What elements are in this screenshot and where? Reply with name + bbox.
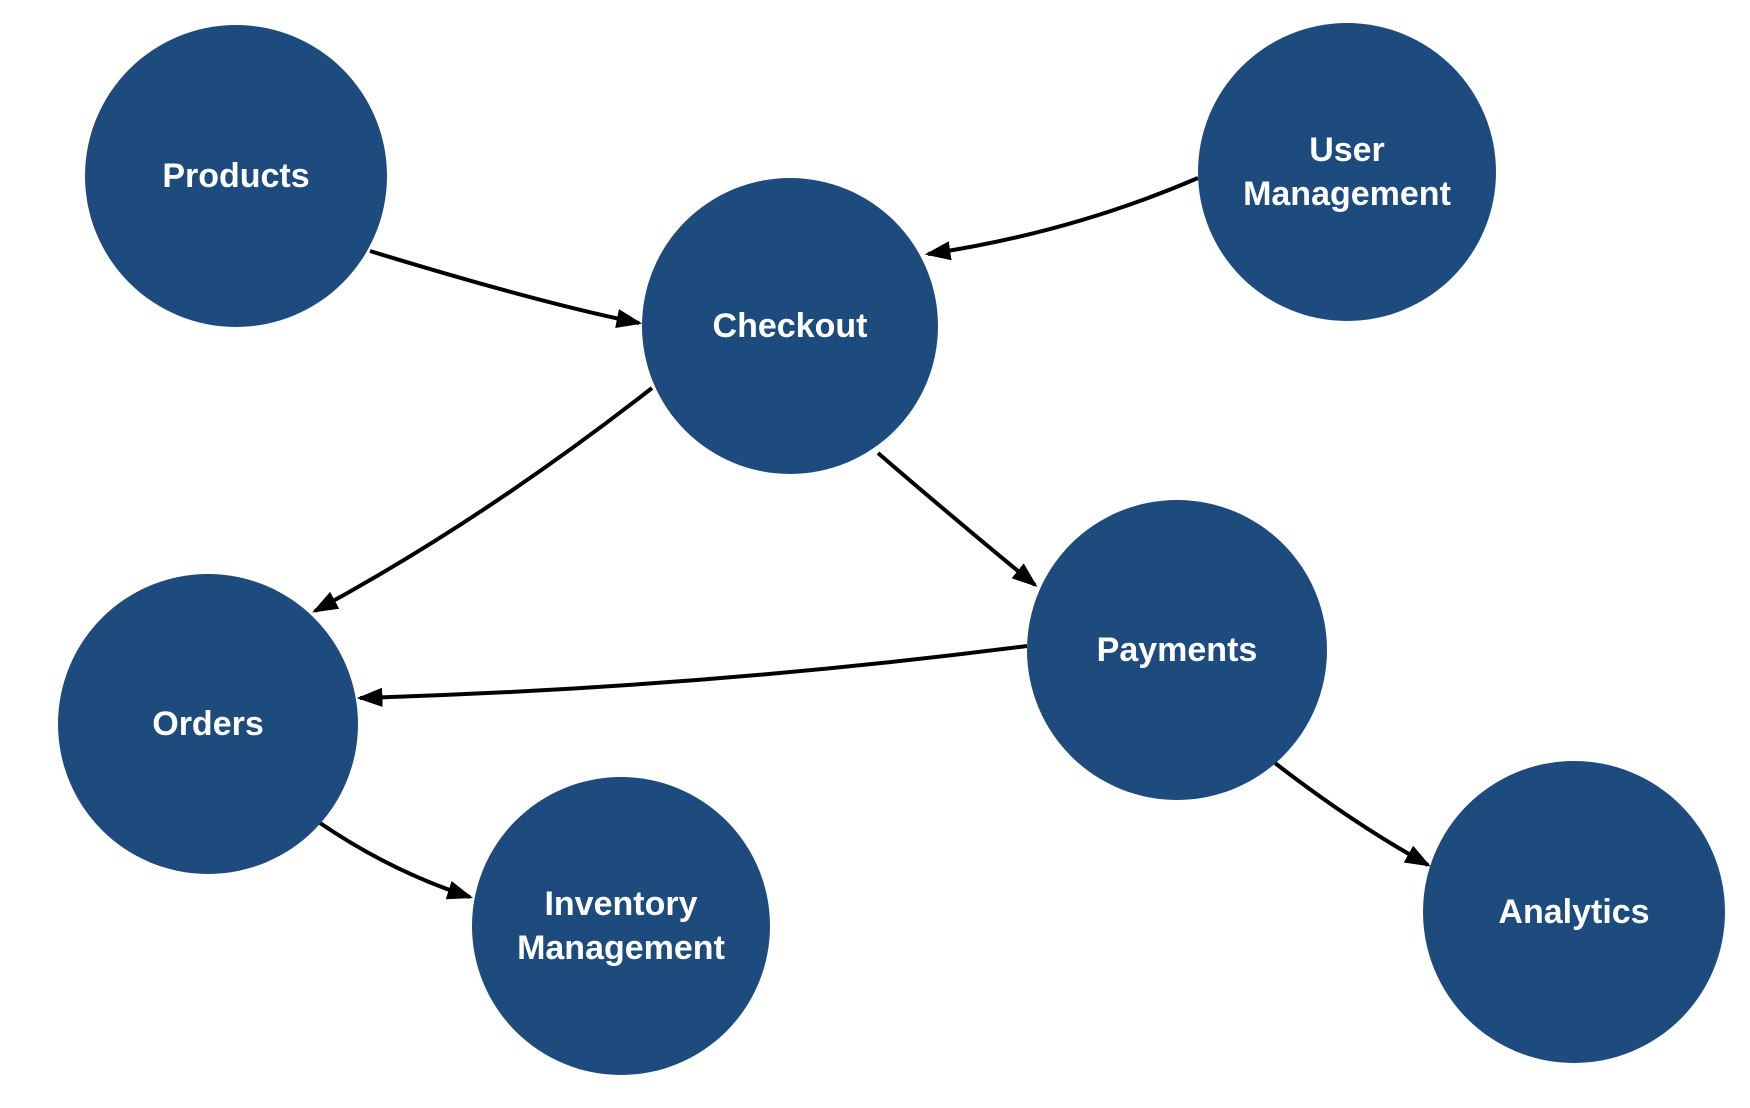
node-checkout[interactable]: Checkout [642, 178, 938, 474]
node-label: User Management [1243, 130, 1451, 213]
edge-payments-to-orders [356, 644, 1028, 707]
edge-group [312, 176, 1431, 900]
edge-checkout-to-orders [312, 386, 654, 613]
edge-products-to-checkout [369, 249, 643, 328]
node-user-management[interactable]: User Management [1198, 23, 1496, 321]
node-analytics[interactable]: Analytics [1423, 761, 1725, 1063]
node-payments[interactable]: Payments [1027, 500, 1327, 800]
node-orders[interactable]: Orders [58, 574, 358, 874]
edge-user-management-to-checkout [924, 176, 1199, 261]
edge-checkout-to-payments [876, 451, 1038, 588]
node-products[interactable]: Products [85, 25, 387, 327]
node-label: Products [162, 156, 310, 195]
edge-payments-to-analytics [1273, 761, 1431, 867]
node-label: Analytics [1498, 892, 1650, 931]
node-inventory-management[interactable]: Inventory Management [472, 777, 770, 1075]
node-label: Orders [152, 704, 264, 743]
node-label: Inventory Management [517, 884, 725, 967]
node-label: Checkout [712, 306, 868, 345]
edge-orders-to-inventory-management [318, 821, 474, 900]
node-label: Payments [1096, 630, 1258, 669]
